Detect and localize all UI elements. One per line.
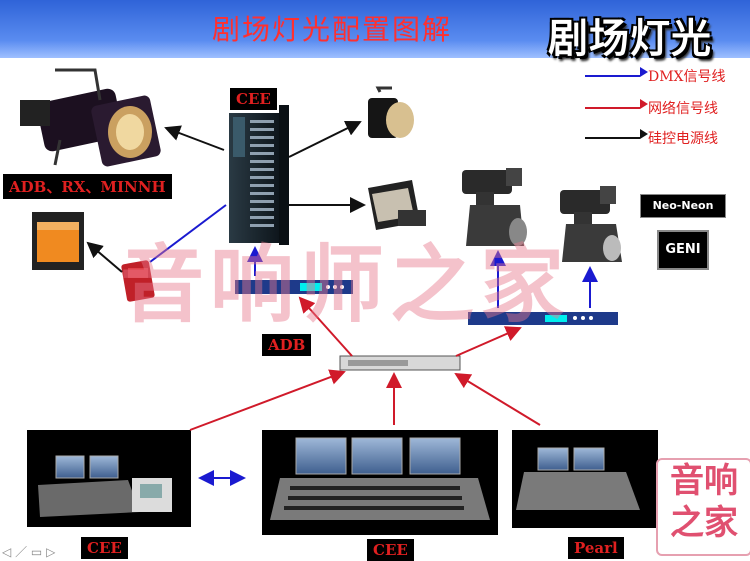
corner-logo-line2: 之家 [670, 503, 738, 543]
network-line-right [455, 326, 522, 357]
cee-dimmer-rack [229, 105, 289, 245]
label-cee-left-console: CEE [81, 537, 128, 559]
legend-dmx-line [585, 75, 640, 77]
legend-dmx-arrow [640, 67, 648, 77]
legend-power-line [585, 137, 640, 139]
dmx-line-red-fixture [149, 204, 227, 263]
neo-neon-logo: Neo-Neon [640, 194, 726, 218]
label-fixtures: ADB、RX、MINNH [3, 174, 172, 199]
label-adb: ADB [262, 334, 312, 356]
legend-power-label: 硅控电源线 [648, 131, 718, 147]
legend-network-label: 网络信号线 [648, 101, 718, 117]
geni-logo: GENI [657, 230, 709, 270]
console-right [512, 430, 658, 528]
profile-spot-fixture [20, 68, 161, 167]
flood-fixture [368, 180, 426, 230]
network-switch [339, 355, 461, 371]
screen-icon[interactable]: ▭ [30, 545, 43, 559]
power-line-profile [164, 125, 225, 151]
network-node-adb [235, 280, 353, 294]
prev-icon[interactable]: ◁ [2, 545, 12, 559]
slideshow-toolbar: ◁ ／ ▭ ▷ [2, 543, 55, 560]
moving-head-2 [560, 186, 622, 262]
color-scroller [32, 212, 84, 270]
moving-head-1 [462, 168, 527, 246]
next-icon[interactable]: ▷ [46, 545, 56, 559]
legend-network-arrow [640, 99, 648, 109]
corner-logo: 音响 之家 [656, 458, 750, 556]
label-cee-rack: CEE [230, 88, 277, 110]
network-line-adb [298, 296, 353, 357]
label-cee-center-console: CEE [367, 539, 414, 561]
legend-dmx-label: DMX信号线 [648, 69, 726, 85]
fresnel-fixture [368, 86, 414, 138]
badge-logo: 剧场灯光 [548, 16, 712, 62]
network-node-right [468, 312, 618, 325]
pen-icon[interactable]: ／ [15, 545, 28, 559]
network-line-pearl [454, 372, 541, 426]
console-left [27, 430, 191, 527]
page-title: 剧场灯光配置图解 [212, 13, 453, 46]
watermark: 音响师之家 [120, 236, 571, 334]
legend-network-line [585, 107, 640, 109]
power-line-scroller [86, 241, 123, 273]
console-center [262, 430, 498, 535]
title-bar: 剧场灯光配置图解 [0, 0, 750, 58]
network-line-left-console [189, 369, 346, 431]
red-fixture [121, 260, 155, 302]
corner-logo-line1: 音响 [670, 461, 738, 501]
label-pearl-console: Pearl [568, 537, 624, 559]
power-line-fresnel [288, 121, 362, 158]
legend-power-arrow [640, 129, 648, 139]
